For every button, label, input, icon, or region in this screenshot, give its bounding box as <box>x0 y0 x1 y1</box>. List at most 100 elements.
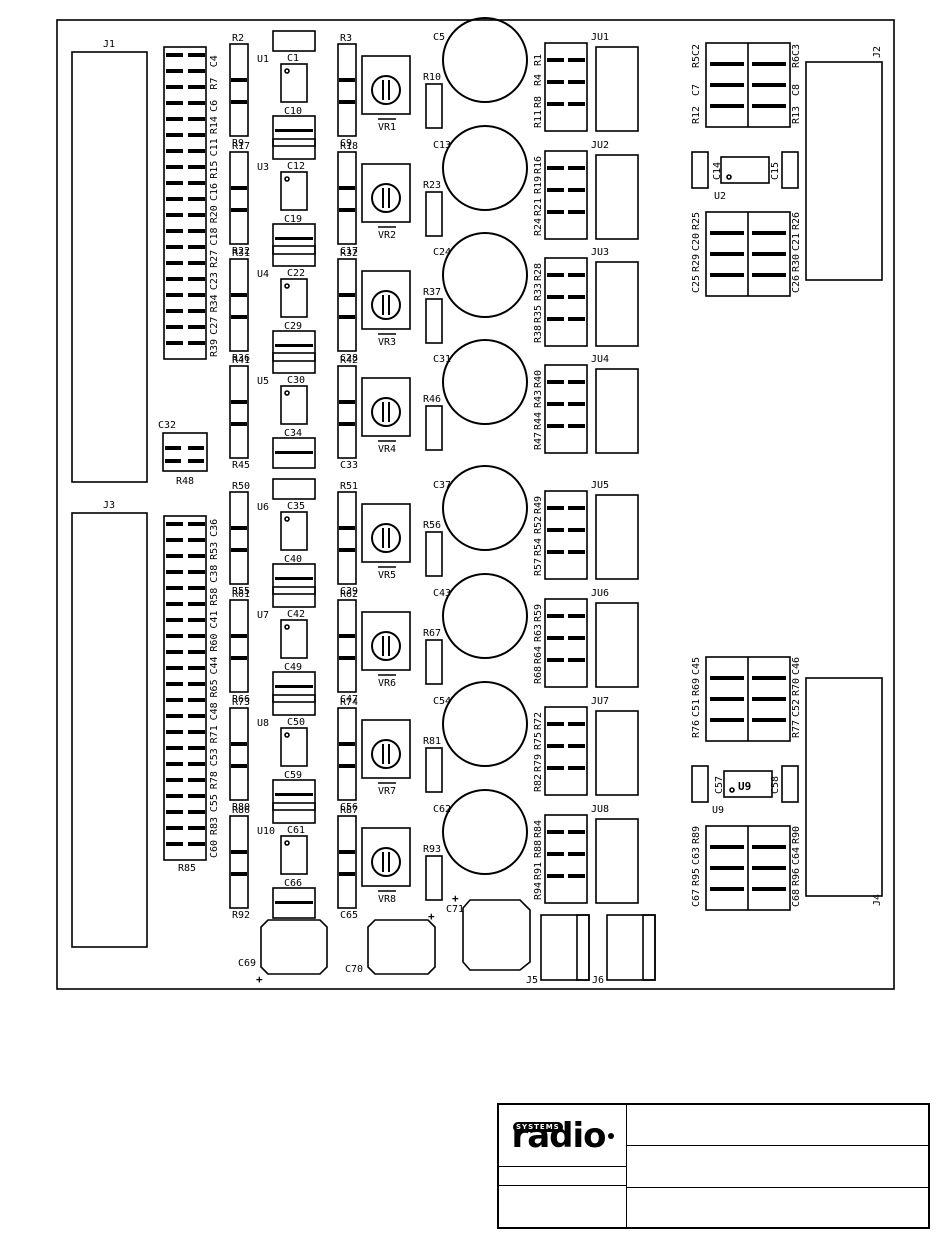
pad <box>547 295 564 299</box>
label-r79: R79 <box>533 754 544 772</box>
label-r5: R5 <box>691 56 702 68</box>
pad <box>339 400 355 404</box>
capacitor-c24 <box>442 232 528 318</box>
pad-right <box>188 586 205 590</box>
connector-j5 <box>540 914 590 981</box>
pad-right <box>188 634 205 638</box>
polarity-plus-c71: + <box>452 892 459 905</box>
label-r2: R2 <box>232 33 244 44</box>
resistor-r67 <box>425 639 443 685</box>
label-r31: R31 <box>232 248 250 259</box>
label-u9: U9 <box>712 805 724 816</box>
label-r76: R76 <box>691 720 702 738</box>
label-r26: R26 <box>791 212 802 230</box>
label-u2: U2 <box>714 191 726 202</box>
label-r45: R45 <box>232 460 250 471</box>
trimpot-knob <box>371 523 401 553</box>
label-c33: C33 <box>340 460 358 471</box>
pad-left <box>166 229 183 233</box>
resistor-column <box>229 365 249 459</box>
ic-pin1-marker <box>284 390 290 396</box>
trimpot-vr6 <box>361 611 411 671</box>
label-c35: C35 <box>287 501 305 512</box>
pad-right <box>188 794 205 798</box>
label-r68: R68 <box>533 666 544 684</box>
label-r86: R86 <box>232 805 250 816</box>
label-r14: R14 <box>209 116 220 134</box>
resistor-column-2 <box>337 365 357 459</box>
label-c2: C2 <box>691 44 702 56</box>
label-c22: C22 <box>287 268 305 279</box>
label-r57: R57 <box>533 558 544 576</box>
label-c49: C49 <box>284 662 302 673</box>
pad <box>710 866 744 870</box>
pad-left <box>166 149 183 153</box>
label-c55: C55 <box>209 794 220 812</box>
label-c59: C59 <box>284 770 302 781</box>
label-c42: C42 <box>287 609 305 620</box>
polarity-plus-c70: + <box>428 910 435 923</box>
label-r46: R46 <box>423 394 441 405</box>
pad <box>275 901 313 904</box>
label-u3: U3 <box>257 162 269 173</box>
connector-j5-tab <box>576 914 590 981</box>
capacitor-top <box>272 245 316 267</box>
pad <box>568 830 585 834</box>
label-r59: R59 <box>533 604 544 622</box>
label-r64: R64 <box>533 646 544 664</box>
capacitor-c57 <box>691 765 709 803</box>
label-c4: C4 <box>209 55 220 67</box>
label-c12: C12 <box>287 161 305 172</box>
label-r10: R10 <box>423 72 441 83</box>
label-c17: C17 <box>340 246 358 257</box>
ic-pin1-marker <box>284 732 290 738</box>
label-j1: J1 <box>103 39 115 50</box>
pad <box>339 78 355 82</box>
pad-right <box>188 810 205 814</box>
label-r72: R72 <box>533 712 544 730</box>
resistor-column-2 <box>337 815 357 909</box>
jumper-ju3 <box>595 261 639 347</box>
label-c70: C70 <box>345 964 363 975</box>
pad <box>231 872 247 876</box>
label-vr1: VR1 <box>378 122 396 133</box>
label-u5: U5 <box>257 376 269 387</box>
label-c61: C61 <box>287 825 305 836</box>
trimpot-knob <box>371 183 401 213</box>
pad-right <box>188 602 205 606</box>
resistor-column <box>229 707 249 801</box>
ic-u2-pin1 <box>726 174 732 180</box>
pad <box>339 422 355 426</box>
pad-right <box>188 117 205 121</box>
label-u8: U8 <box>257 718 269 729</box>
label-r54: R54 <box>533 538 544 556</box>
pad <box>547 528 564 532</box>
pad-left <box>166 746 183 750</box>
pad <box>339 872 355 876</box>
pad-left <box>166 570 183 574</box>
label-c62: C62 <box>433 804 451 815</box>
component-strip <box>163 46 207 360</box>
pad <box>752 104 786 108</box>
label-r34: R34 <box>209 294 220 312</box>
pad <box>231 208 247 212</box>
label-r69: R69 <box>691 678 702 696</box>
label-c53: C53 <box>209 748 220 766</box>
pad-right <box>188 618 205 622</box>
pad-left <box>166 165 183 169</box>
pad-left <box>166 698 183 702</box>
pad <box>547 744 564 748</box>
ic-u4 <box>280 278 308 318</box>
logo-dot-icon <box>607 1132 614 1139</box>
pad-left <box>166 634 183 638</box>
label-c56: C56 <box>340 802 358 813</box>
pad-right <box>188 826 205 830</box>
capacitor-c58 <box>781 765 799 803</box>
label-r90: R90 <box>791 826 802 844</box>
label-r36: R36 <box>232 353 250 364</box>
title-block-row-1 <box>627 1105 930 1146</box>
pad <box>710 887 744 891</box>
